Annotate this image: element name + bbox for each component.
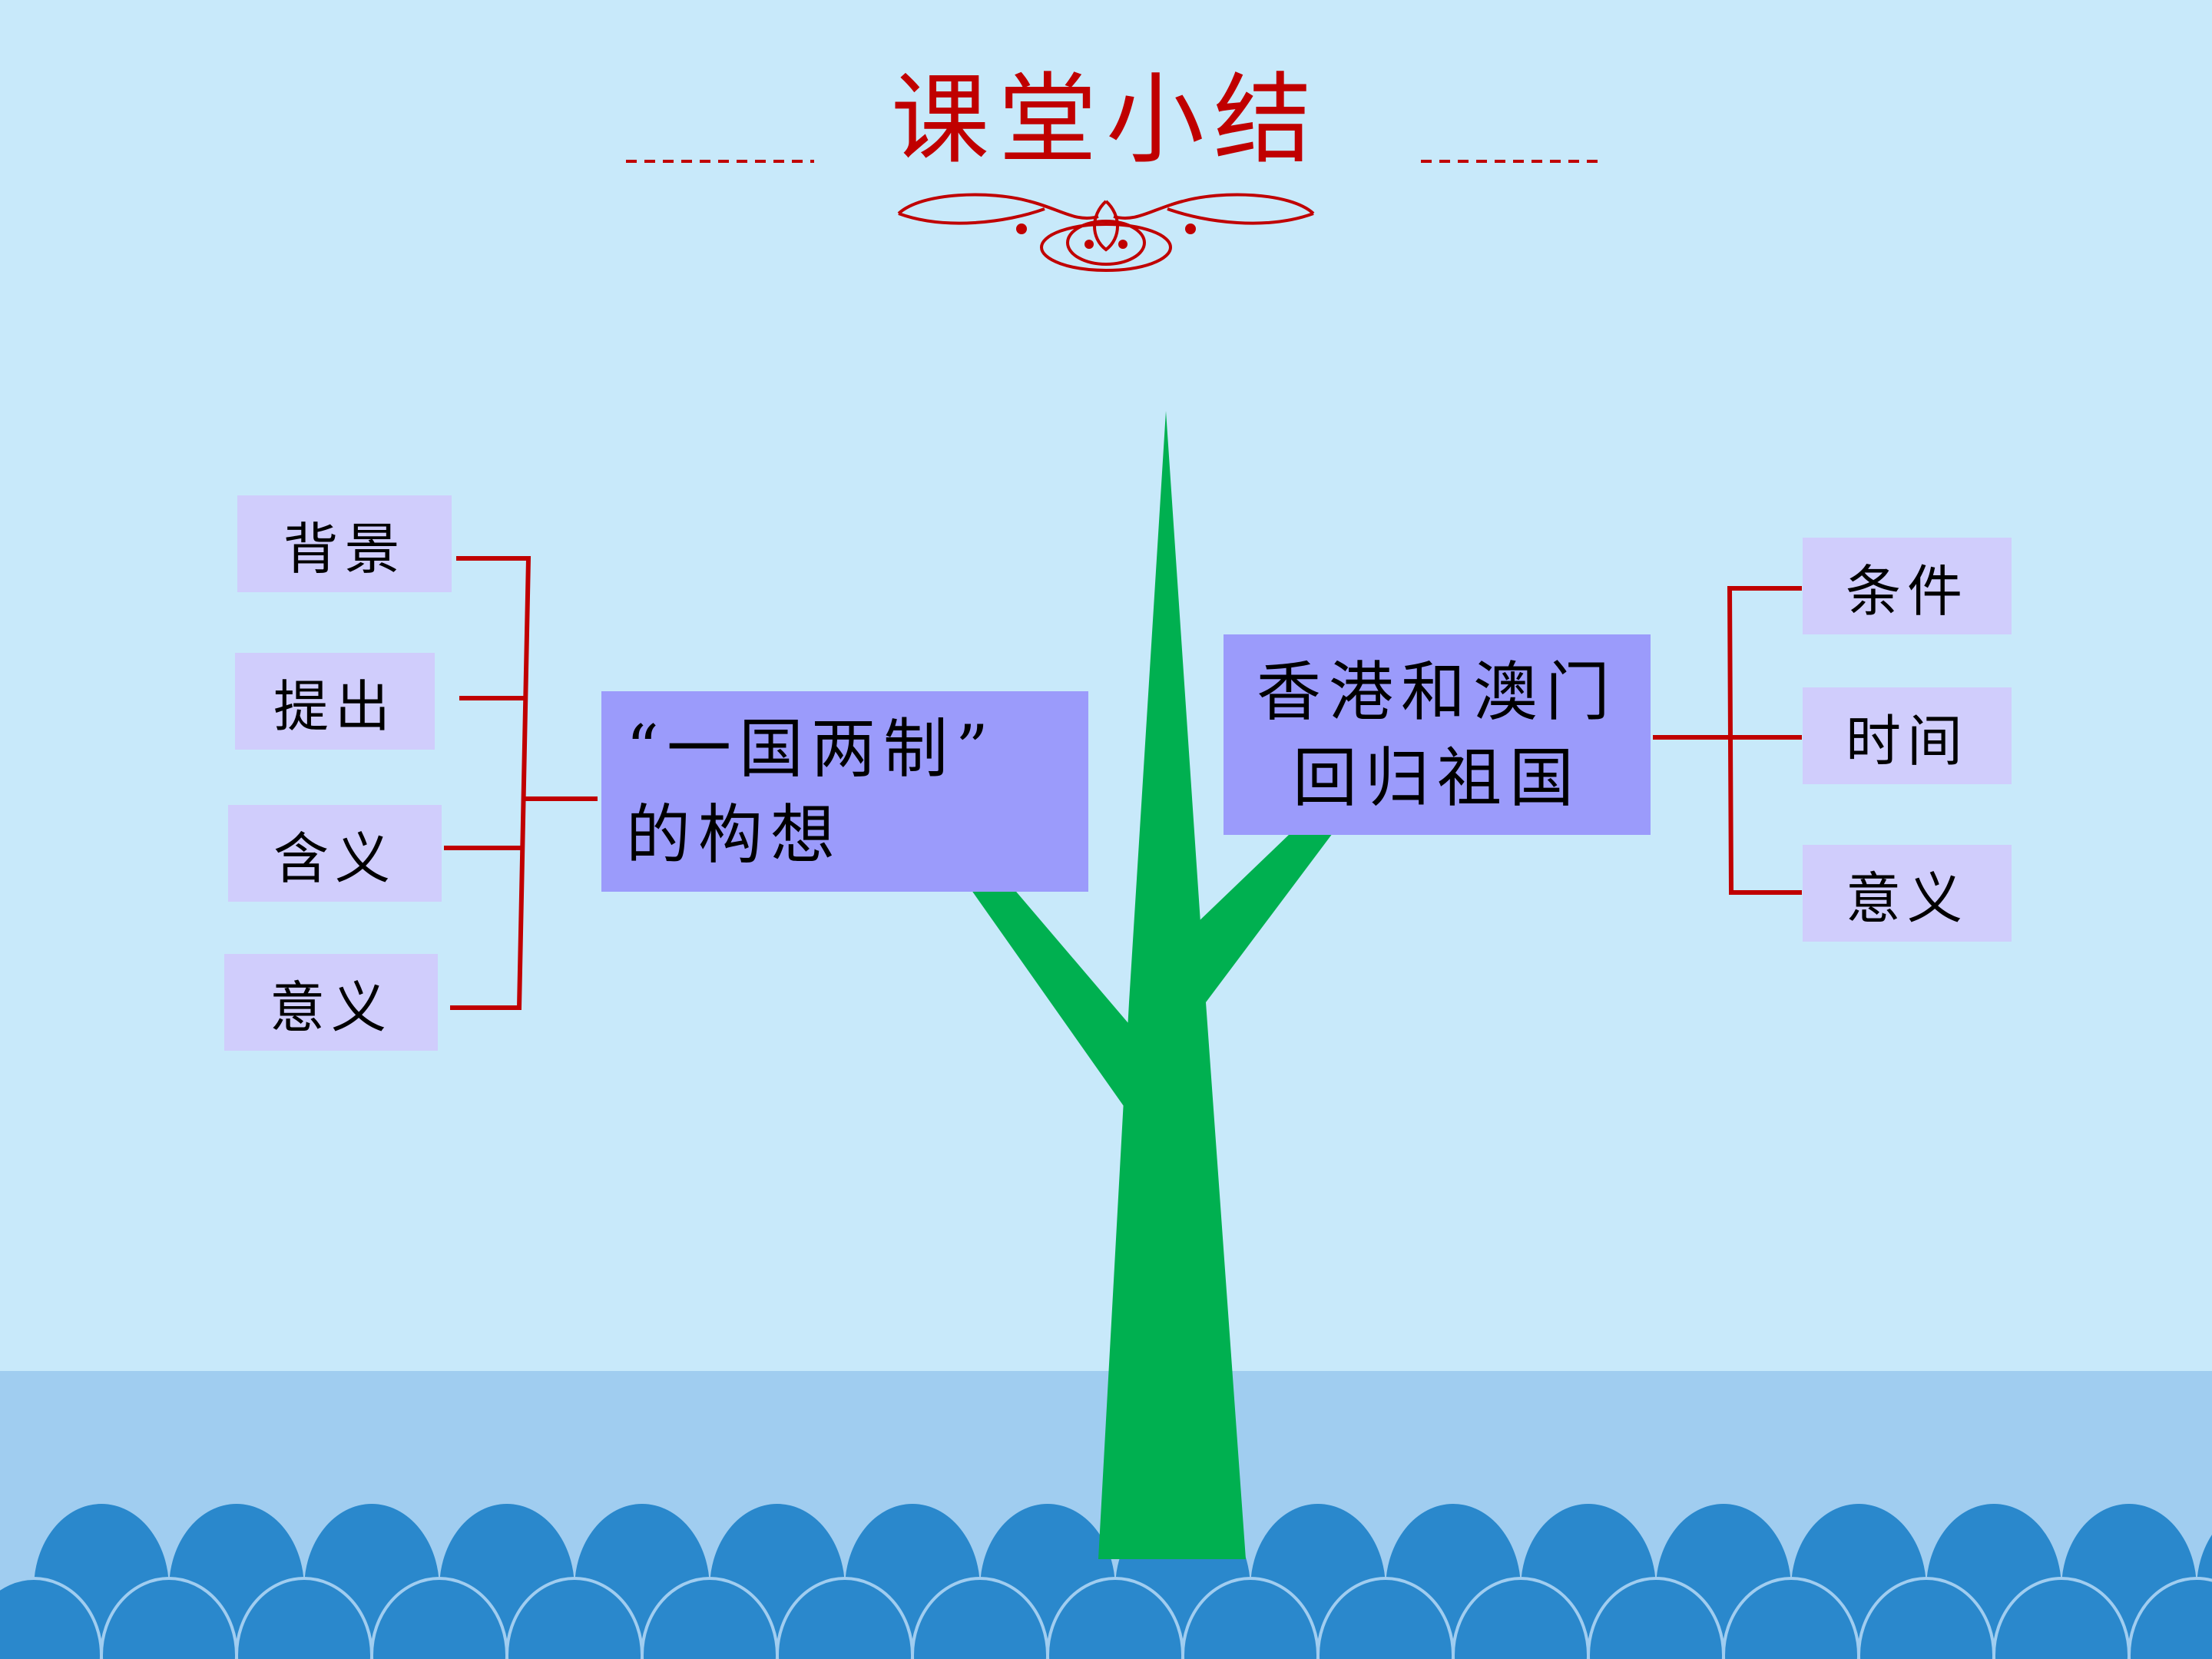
right-connector [1653, 586, 1802, 895]
right-item-time: 时间 [1803, 687, 2012, 784]
tree-branch-left [969, 887, 1137, 1114]
right-item-significance: 意义 [1803, 845, 2012, 942]
right-main-line1: 香港和澳门 [1256, 654, 1618, 730]
title-flourish-icon [897, 193, 1315, 272]
right-main-line2: 回归祖国 [1292, 740, 1581, 816]
waves-front-row [0, 1577, 2212, 1659]
tree-trunk [1098, 411, 1246, 1559]
tree-branch-right [1194, 833, 1333, 1002]
left-main-line1: “一国两制” [626, 710, 996, 786]
wave-scallop [2128, 1577, 2212, 1659]
right-main-topic: 香港和澳门 回归祖国 [1224, 634, 1651, 835]
title-flourish-dots [1016, 224, 1196, 249]
left-main-line2: 的构想 [626, 796, 843, 873]
right-item-conditions: 条件 [1803, 538, 2012, 634]
tree-icon [969, 411, 1333, 1559]
page-title: 课堂小结 [890, 63, 1321, 177]
left-main-topic: “一国两制” 的构想 [601, 691, 1088, 892]
left-item-significance: 意义 [224, 954, 438, 1051]
left-item-proposal: 提出 [235, 653, 435, 750]
left-item-meaning: 含义 [228, 805, 442, 902]
left-item-background: 背景 [237, 495, 452, 592]
left-connector [444, 556, 598, 1010]
